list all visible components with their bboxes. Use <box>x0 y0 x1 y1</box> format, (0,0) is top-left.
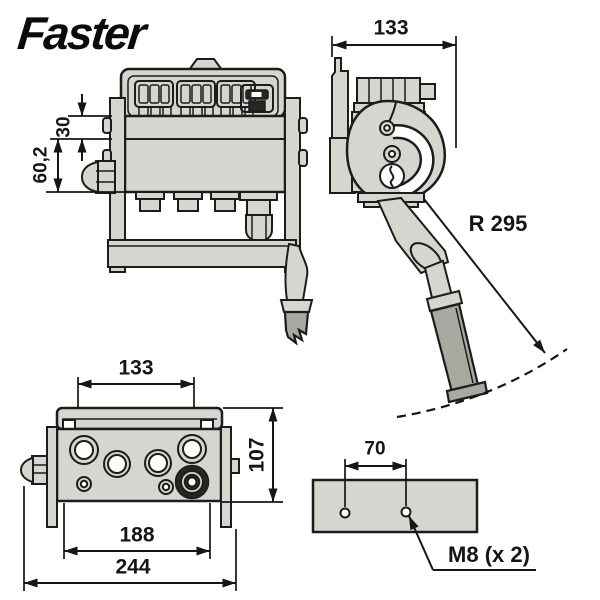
top-ports <box>69 434 210 500</box>
mounting-plate-view <box>311 459 536 571</box>
top-dim-107 <box>222 407 283 503</box>
dim-top-overall-width-label: 244 <box>115 555 151 579</box>
top-view <box>19 377 283 591</box>
top-dim-188 <box>63 503 211 559</box>
thread-callout-leader <box>408 515 536 571</box>
dim-front-lower-label: 60,2 <box>30 146 52 184</box>
lever-radius-annotation <box>396 198 568 419</box>
side-dimension-lines <box>331 36 457 148</box>
side-view <box>329 36 568 419</box>
front-nipples <box>135 191 278 243</box>
top-lever-hub <box>19 455 48 485</box>
dim-front-upper-label: 30 <box>53 116 75 138</box>
dim-top-depth-label: 107 <box>245 437 269 473</box>
dim-top-lid-width-label: 133 <box>118 356 154 380</box>
cam-hook <box>345 99 446 203</box>
side-lever <box>376 196 489 404</box>
dim-side-width-label: 133 <box>373 16 409 40</box>
front-lever <box>279 242 314 346</box>
front-view <box>46 58 314 346</box>
front-dimension-lines <box>46 94 127 193</box>
dim-hole-spacing-label: 70 <box>364 438 386 460</box>
front-lever-hub <box>80 160 116 194</box>
front-coupler-small <box>240 84 274 113</box>
plate-dim-70 <box>344 459 407 507</box>
top-dim-244 <box>23 486 237 591</box>
dim-top-body-width-label: 188 <box>119 523 155 547</box>
dim-lever-radius-label: R 295 <box>468 211 528 236</box>
top-dim-133 <box>77 377 195 407</box>
thread-size-label: M8 (x 2) <box>448 542 530 567</box>
